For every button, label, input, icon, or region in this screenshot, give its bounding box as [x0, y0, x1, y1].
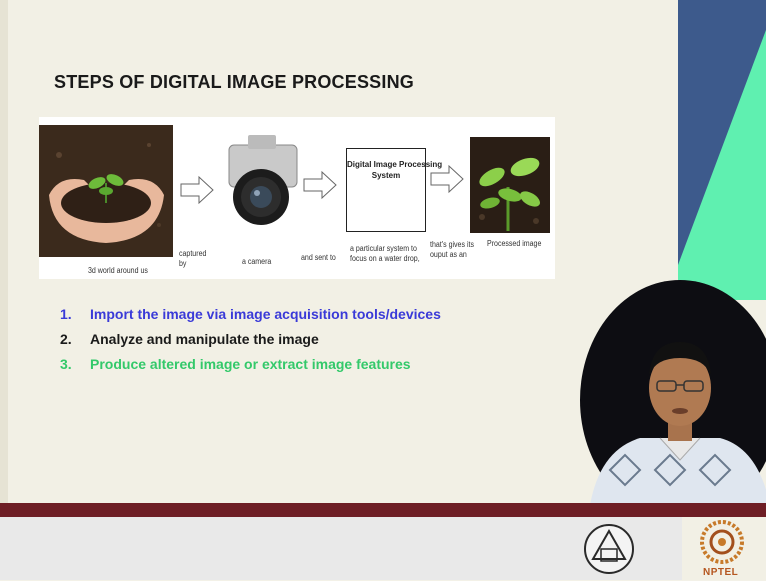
sent-to-caption: and sent to: [301, 253, 336, 262]
camera-image: [228, 135, 298, 225]
step-number: 1.: [60, 306, 72, 322]
camera-caption: a camera: [242, 257, 272, 266]
step-text: Analyze and manipulate the image: [90, 331, 319, 347]
step-number: 3.: [60, 356, 72, 372]
steps-list: 1. Import the image via image acquisition…: [60, 306, 441, 381]
arrow-right-icon: [303, 170, 337, 200]
step-item: 1. Import the image via image acquisition…: [60, 306, 441, 331]
processed-caption: Processed image: [487, 239, 542, 248]
gives-output-caption: that's gives its ouput as an: [430, 240, 474, 259]
arrow-right-icon: [180, 175, 214, 205]
step-item: 3. Produce altered image or extract image…: [60, 356, 441, 381]
iit-kharagpur-logo-icon: [584, 524, 634, 574]
captured-by-caption: captured by: [179, 249, 207, 268]
footer: NPTEL: [0, 517, 766, 580]
presenter-image: [580, 280, 766, 505]
arrow-right-icon: [430, 164, 464, 194]
dip-system-label: Digital Image Processing System: [347, 160, 443, 180]
step-number: 2.: [60, 331, 72, 347]
processing-flow-diagram: 3d world around us captured by a camera …: [39, 117, 555, 279]
step-text: Import the image via image acquisition t…: [90, 306, 441, 322]
step-item: 2. Analyze and manipulate the image: [60, 331, 441, 356]
nptel-logo-text: NPTEL: [703, 567, 739, 578]
slide-title: STEPS OF DIGITAL IMAGE PROCESSING: [54, 72, 414, 92]
nptel-logo-icon: [700, 520, 744, 564]
step-text: Produce altered image or extract image f…: [90, 356, 411, 372]
dip-system-box: Digital Image Processing System: [346, 148, 443, 232]
world-caption: 3d world around us: [88, 266, 148, 275]
slide-left-strip: [0, 0, 8, 503]
hands-with-soil-image: [39, 125, 173, 257]
system-caption: a particular system to focus on a water …: [350, 244, 420, 263]
presenter-video: [580, 280, 766, 505]
footer-divider: [0, 503, 766, 517]
processed-plant-image: [470, 137, 550, 233]
nptel-logo-bg: [682, 517, 766, 580]
